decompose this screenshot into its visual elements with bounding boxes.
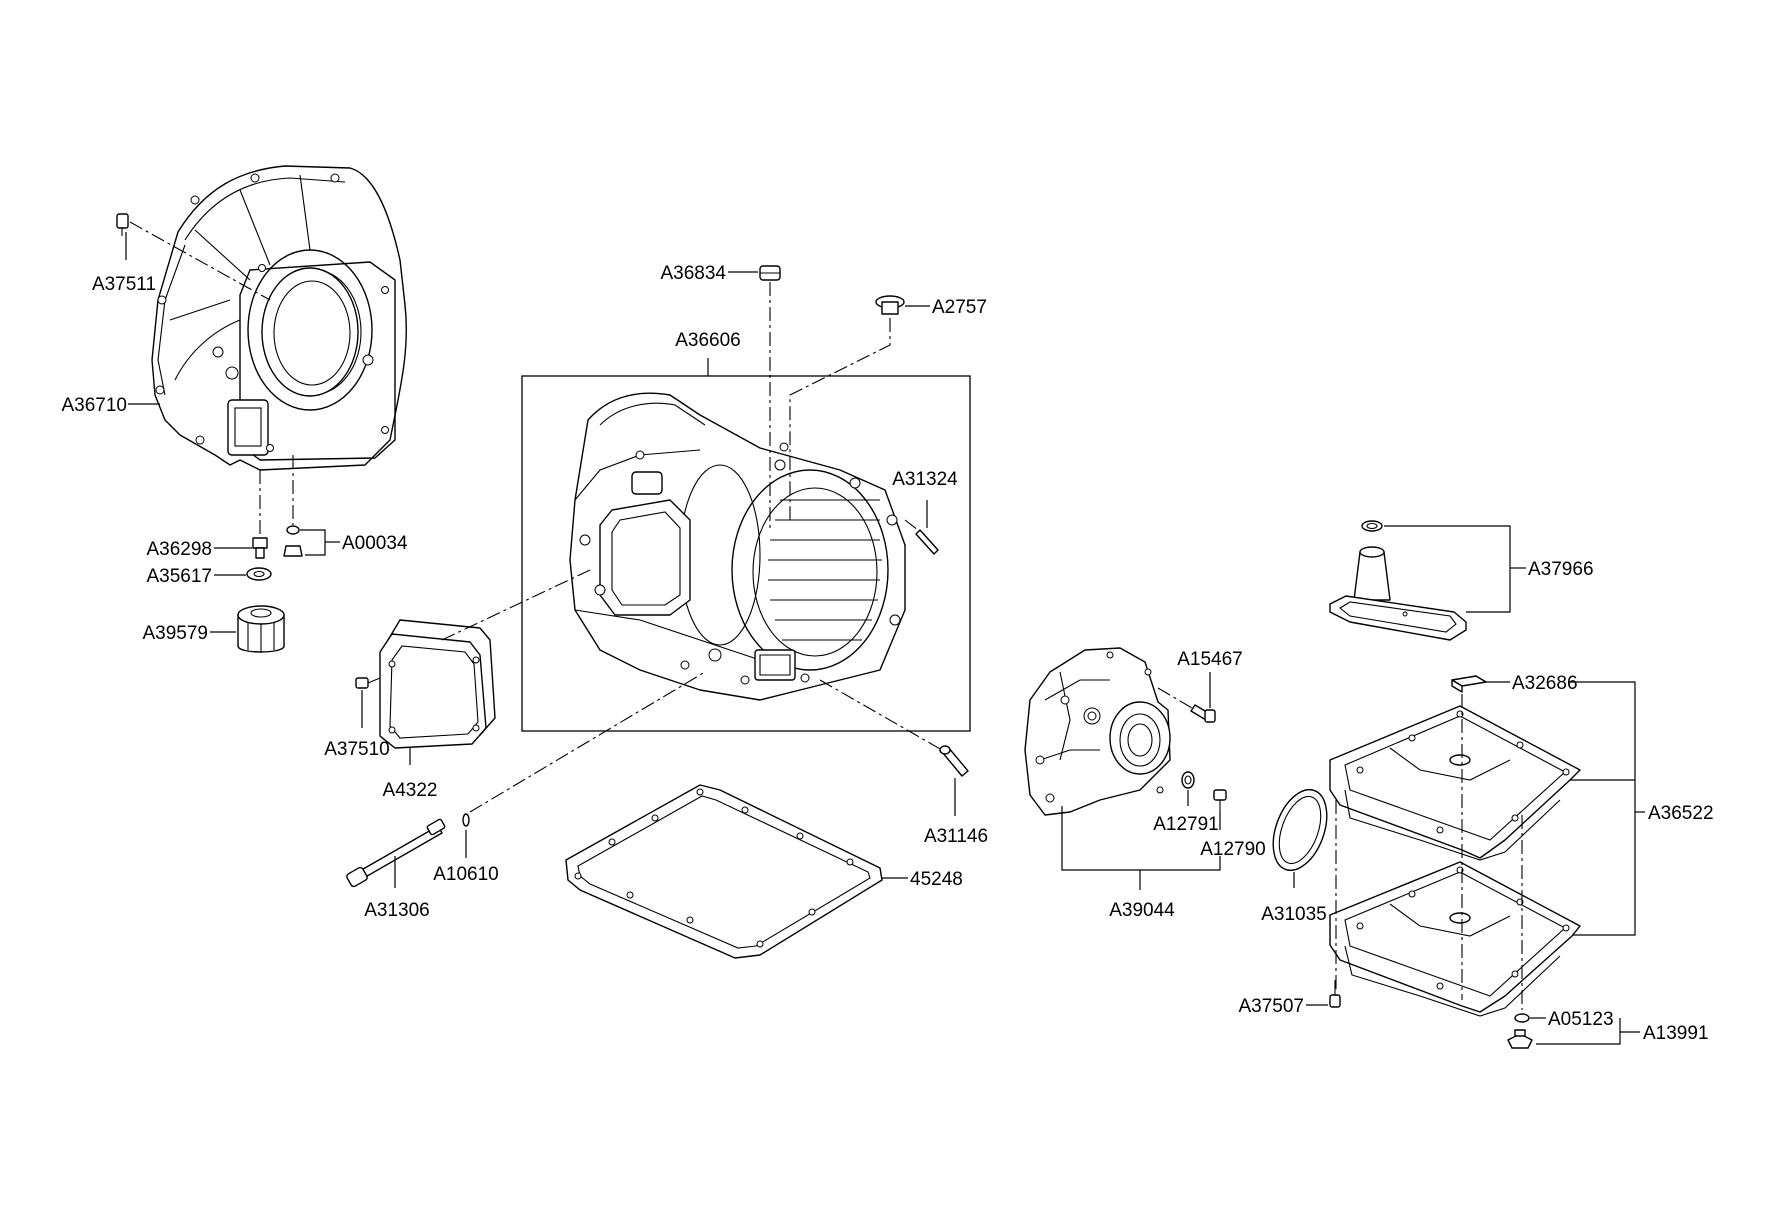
label-a2757: A2757 (932, 297, 987, 318)
side-cover-a4322-part[interactable] (379, 619, 496, 749)
front-housing-part[interactable] (151, 165, 408, 471)
shaft-a31306-part[interactable] (346, 818, 446, 888)
label-a39044: A39044 (1109, 900, 1175, 921)
label-a05123: A05123 (1548, 1009, 1614, 1030)
label-a10610: A10610 (433, 864, 499, 885)
label-45248: 45248 (910, 869, 963, 890)
plug-a36298-part[interactable] (252, 537, 268, 559)
label-a12791: A12791 (1153, 814, 1219, 835)
label-a31324: A31324 (892, 469, 958, 490)
label-a36522: A36522 (1648, 803, 1714, 824)
bolt-a12790-part[interactable] (1213, 789, 1227, 812)
bolt-a37511-part[interactable] (116, 213, 129, 236)
label-a31146: A31146 (924, 826, 988, 847)
label-a37510: A37510 (324, 739, 390, 760)
bolt-a15467-part[interactable] (1190, 704, 1216, 723)
label-a13991: A13991 (1643, 1023, 1709, 1044)
retaining-ring-a31035-part[interactable] (1263, 782, 1337, 877)
label-a35617: A35617 (146, 566, 212, 587)
seal-a12791-part[interactable] (1181, 771, 1195, 789)
label-a36298: A36298 (146, 539, 212, 560)
washer-a00034-part[interactable] (283, 525, 303, 557)
bolt-a37507-part[interactable] (1329, 980, 1341, 1008)
label-a32686: A32686 (1512, 673, 1578, 694)
main-case-boundary (521, 375, 971, 732)
plug-a36834-part[interactable] (759, 265, 781, 281)
label-a00034: A00034 (342, 533, 408, 554)
o-ring-a10610-part[interactable] (462, 813, 470, 827)
magnet-a32686-part[interactable] (1451, 675, 1487, 693)
sleeve-a31146-part[interactable] (939, 745, 969, 777)
label-a39579: A39579 (142, 623, 208, 644)
oil-pan-lower-part[interactable] (1329, 861, 1581, 1017)
label-a4322: A4322 (383, 780, 438, 801)
strainer-a37966-part[interactable] (1329, 520, 1467, 641)
label-a36834: A36834 (660, 263, 726, 284)
label-a31035: A31035 (1261, 904, 1327, 925)
label-a36606: A36606 (675, 330, 741, 351)
label-a15467: A15467 (1177, 649, 1243, 670)
label-a36710: A36710 (61, 395, 127, 416)
label-a37507: A37507 (1238, 996, 1304, 1017)
gasket-a05123-part[interactable] (1514, 1013, 1530, 1023)
pan-gasket-45248-part[interactable] (565, 784, 883, 959)
dowel-a31324-part[interactable] (915, 529, 939, 555)
drain-plug-a13991-part[interactable] (1507, 1029, 1533, 1049)
label-a37511: A37511 (92, 274, 156, 295)
label-a37966: A37966 (1528, 559, 1594, 580)
label-a12790: A12790 (1200, 839, 1266, 860)
oil-filter-a39579-part[interactable] (237, 605, 285, 653)
gasket-a35617-part[interactable] (246, 567, 272, 581)
label-a31306: A31306 (364, 900, 430, 921)
bolt-a37510-part[interactable] (355, 677, 381, 689)
breather-a2757-part[interactable] (875, 295, 905, 315)
extension-housing-a39044-part[interactable] (1024, 647, 1171, 816)
oil-pan-upper-part[interactable] (1329, 705, 1581, 861)
main-case-a36606-part[interactable] (569, 392, 906, 701)
